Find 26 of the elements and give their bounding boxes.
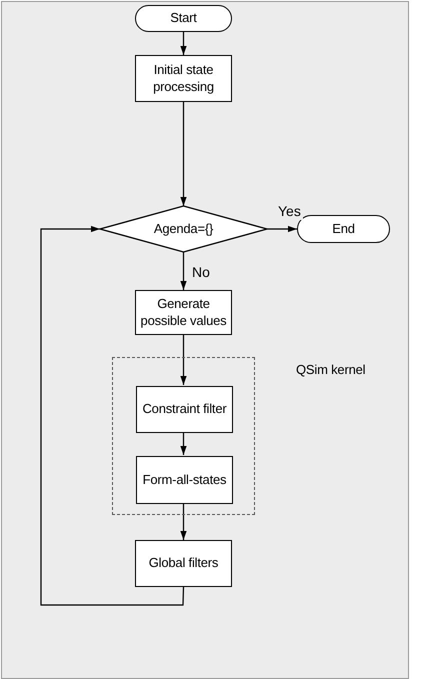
terminal-box — [135, 5, 232, 32]
group-label: QSim kernel — [296, 362, 366, 377]
node-label: Generate possible values — [140, 296, 228, 330]
node-label: Initial state processing — [152, 62, 215, 96]
node-label: Agenda={} — [154, 220, 214, 238]
arrow — [180, 252, 187, 290]
arrow — [180, 32, 187, 55]
node-label: Form-all-states — [142, 472, 226, 488]
terminal-box — [297, 215, 390, 243]
edge-label: Yes — [276, 203, 303, 220]
arrow — [267, 226, 297, 232]
node-label: Constraint filter — [142, 401, 227, 418]
arrow — [180, 503, 187, 540]
arrow — [180, 432, 187, 455]
arrow — [40, 226, 184, 606]
process-box — [135, 290, 232, 335]
arrow — [180, 335, 187, 385]
process-box — [136, 456, 233, 504]
arrow — [180, 102, 187, 206]
decision-diamond — [100, 206, 267, 252]
node-label: Start — [170, 10, 197, 27]
process-box — [135, 540, 232, 587]
process-box — [136, 386, 233, 433]
node-label: Global filters — [148, 555, 218, 572]
node-label: End — [332, 220, 355, 238]
process-box — [135, 55, 232, 102]
